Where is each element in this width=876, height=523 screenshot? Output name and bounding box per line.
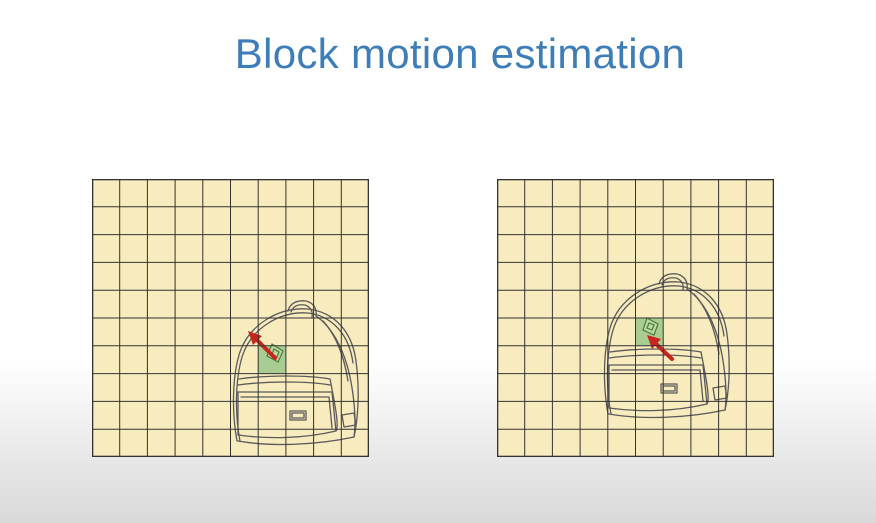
frame-left <box>92 179 369 457</box>
slide-title: Block motion estimation <box>234 30 686 77</box>
block-detail-icon <box>642 317 659 336</box>
grid-lines <box>92 179 369 457</box>
frame-right-canvas <box>497 179 774 457</box>
motion-arrow-icon <box>248 331 277 360</box>
grid-lines <box>497 179 774 457</box>
frame-right <box>497 179 774 457</box>
frame-left-canvas <box>92 179 369 457</box>
